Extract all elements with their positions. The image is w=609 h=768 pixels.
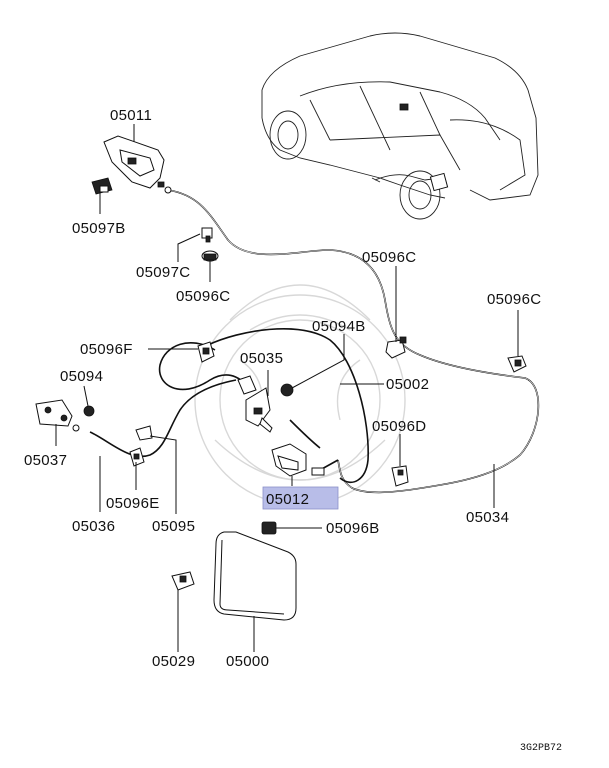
part-05037-bracket [35,399,80,432]
label-05096F[interactable]: 05096F [80,341,133,358]
part-05096F-clip [197,341,215,363]
part-05096B-clip [261,521,277,535]
highlight-box-05012 [262,486,339,510]
label-05012[interactable]: 05012 [266,491,309,508]
label-05035[interactable]: 05035 [240,350,283,367]
part-05094-bumper [83,405,95,417]
label-05096C-left[interactable]: 05096C [176,288,230,305]
part-05097C-bolt [201,227,213,243]
label-05095[interactable]: 05095 [152,518,195,535]
label-05036[interactable]: 05036 [72,518,115,535]
label-05096D[interactable]: 05096D [372,418,426,435]
part-labels: 05011 05097B 05097C 05096C 05096C 05096C… [24,107,562,754]
part-05096E-clip [129,447,145,467]
car-outline-illustration [261,32,539,220]
label-05011[interactable]: 05011 [110,107,152,124]
label-05002[interactable]: 05002 [386,376,429,393]
part-05011-handle [103,135,172,194]
label-05029[interactable]: 05029 [152,653,195,670]
part-05096C-clip-right [507,355,527,373]
cable-assembly [89,189,540,494]
part-05096D-clip [391,465,409,487]
label-05094[interactable]: 05094 [60,368,103,385]
part-05029-bolt [171,571,195,591]
label-05096C-right[interactable]: 05096C [487,291,541,308]
part-05012-latch [271,443,325,477]
part-05097B-bolt [91,177,113,195]
leader-lines [55,124,519,652]
part-05096C-clip-mid [385,336,407,359]
part-05096C-clip-left [201,250,219,262]
label-05096E[interactable]: 05096E [106,495,160,512]
part-05000-fuel-lid [213,531,297,621]
label-05037[interactable]: 05037 [24,452,67,469]
part-05095-clip [135,425,153,441]
label-05096C-mid[interactable]: 05096C [362,249,416,266]
part-05035-lever [237,375,273,433]
label-05000[interactable]: 05000 [226,653,269,670]
drawing-code: 3G2PB72 [520,743,562,754]
label-05034[interactable]: 05034 [466,509,509,526]
label-05097C[interactable]: 05097C [136,264,190,281]
label-05097B[interactable]: 05097B [72,220,126,237]
label-05094B[interactable]: 05094B [312,318,366,335]
label-05096B[interactable]: 05096B [326,520,380,537]
part-05094B-bumper [280,383,294,397]
